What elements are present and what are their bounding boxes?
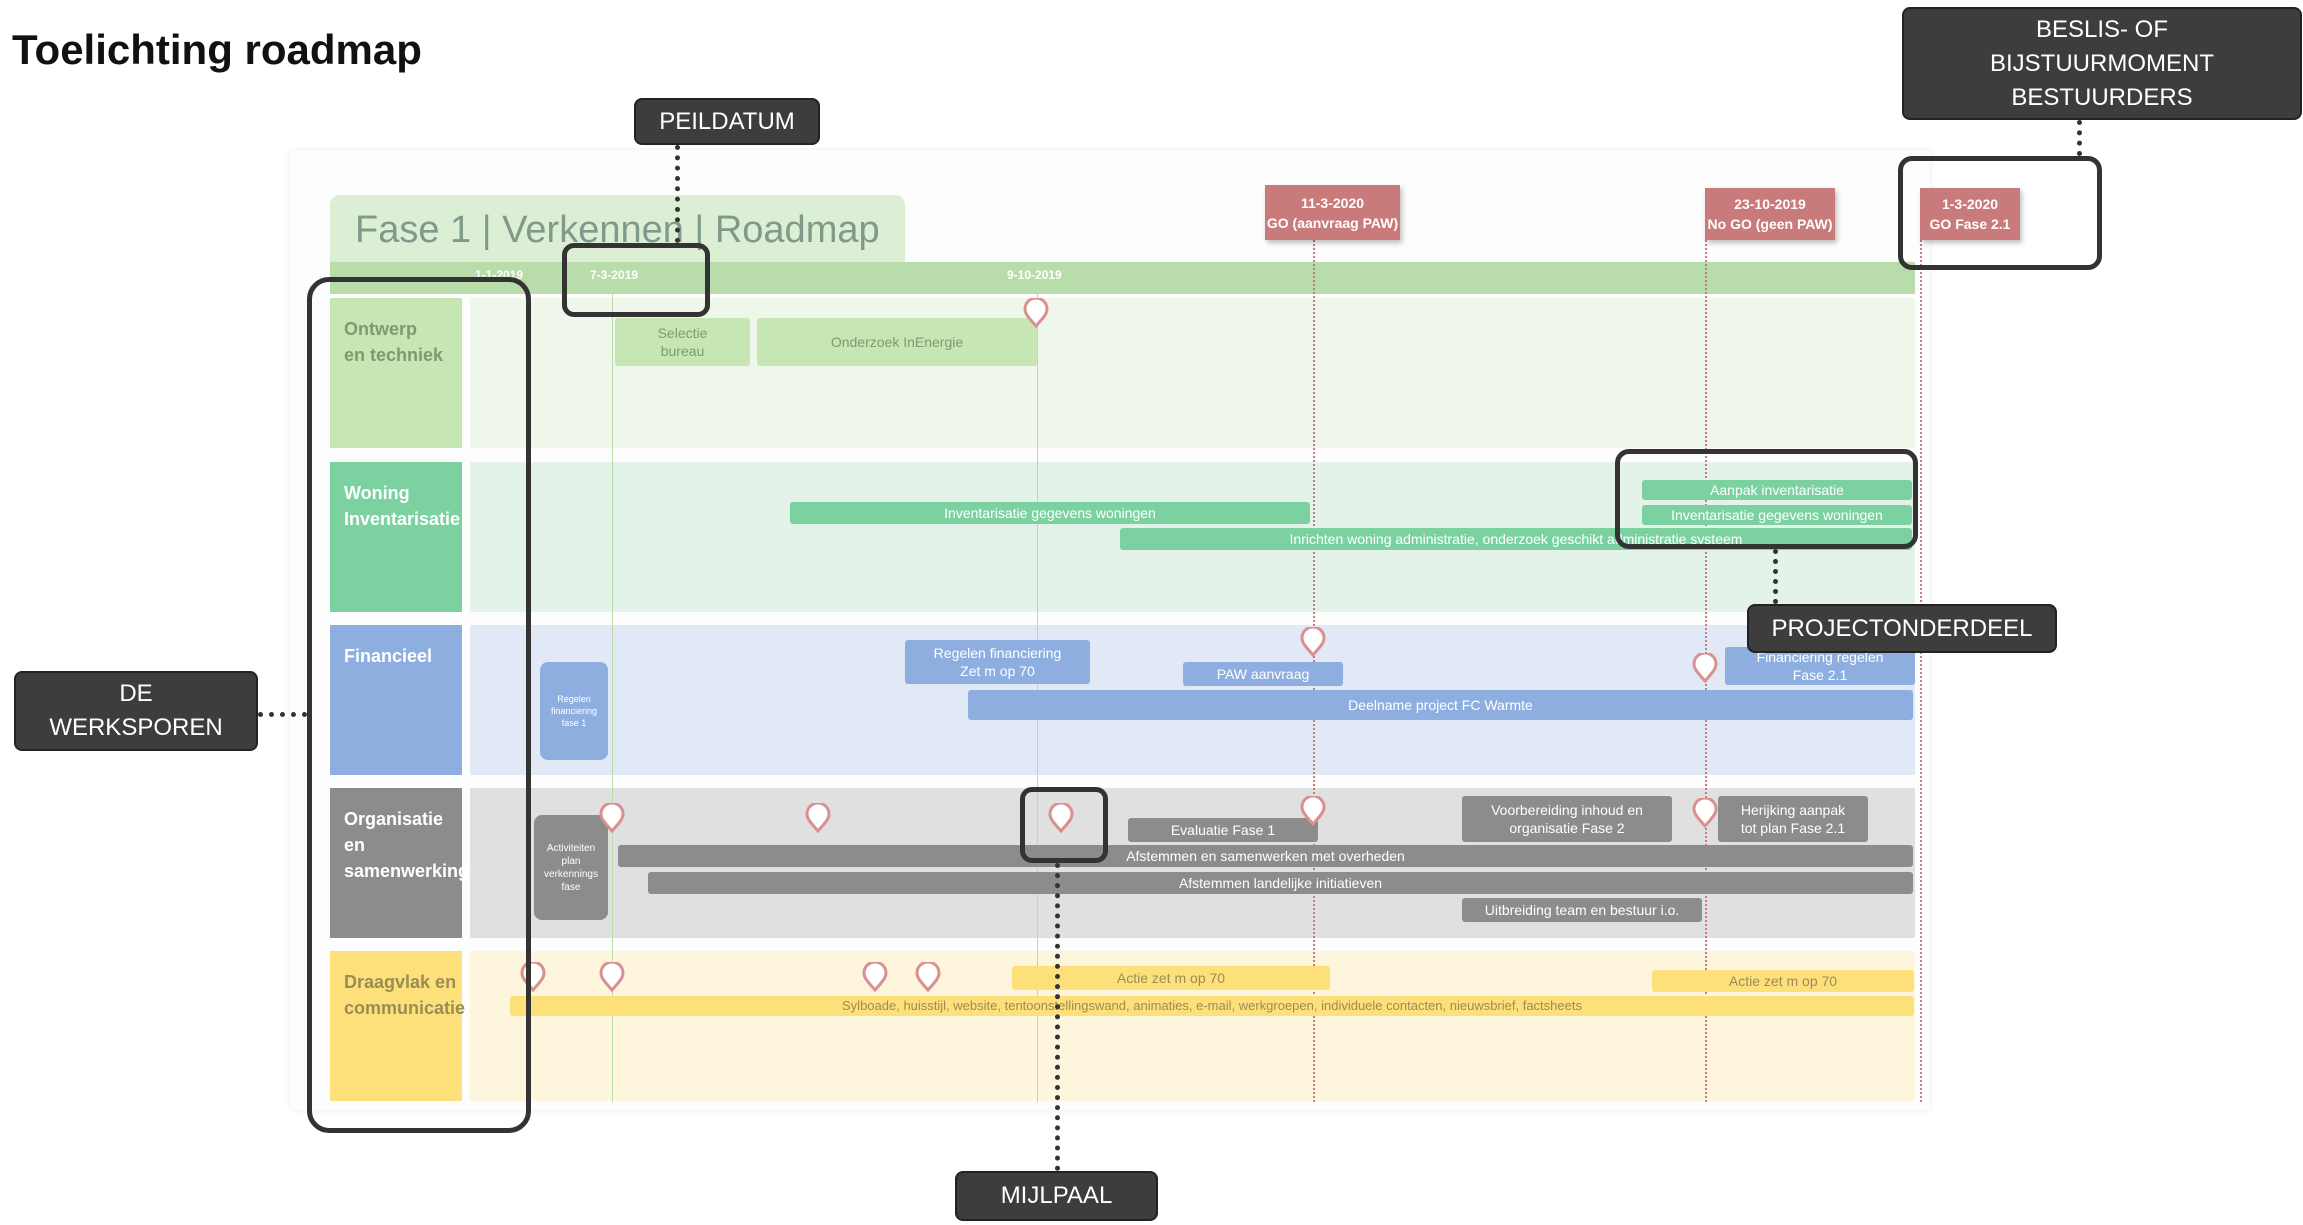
- page-title: Toelichting roadmap: [12, 26, 422, 73]
- beslismoment-frame: [1898, 156, 2102, 270]
- bar-regelen-fase1: Regelen financiering fase 1: [540, 662, 608, 760]
- peildatum-connector: [675, 145, 680, 243]
- decision-text: 11-3-2020 GO (aanvraag PAW): [1267, 193, 1398, 233]
- mijlpaal-frame: [1020, 787, 1108, 863]
- bar-activiteiten-plan: Activiteiten plan verkennings fase: [534, 815, 608, 920]
- decision-box-go-paw: 11-3-2020 GO (aanvraag PAW): [1265, 185, 1400, 240]
- timeline-bar: [330, 262, 1915, 294]
- callout-werksporen: DE WERKSPOREN: [14, 671, 258, 751]
- milestone-pin-icon: [1692, 653, 1718, 683]
- milestone-pin-icon: [599, 962, 625, 992]
- decision-label: GO (aanvraag PAW): [1266, 214, 1399, 231]
- decision-box-no-go: 23-10-2019 No GO (geen PAW): [1705, 188, 1835, 240]
- callout-mijlpaal: MIJLPAAL: [955, 1171, 1158, 1221]
- milestone-pin-icon: [1300, 627, 1326, 657]
- bar-herijking: Herijking aanpak tot plan Fase 2.1: [1718, 796, 1868, 842]
- bar-communicatie: Sylboade, huisstijl, website, tentoonste…: [510, 996, 1914, 1016]
- timeline-date: 9-10-2019: [1007, 268, 1062, 282]
- peildatum-frame: [562, 243, 710, 317]
- decision-label: No GO (geen PAW): [1707, 216, 1833, 232]
- bar-deelname-fc: Deelname project FC Warmte: [968, 690, 1913, 720]
- bar-onderzoek: Onderzoek InEnergie: [757, 318, 1037, 366]
- bar-uitbreiding-team: Uitbreiding team en bestuur i.o.: [1462, 898, 1702, 922]
- roadmap-title: Fase 1 | Verkennen | Roadmap: [330, 195, 905, 270]
- decision-line: [1920, 240, 1922, 1102]
- bar-paw-aanvraag: PAW aanvraag: [1183, 662, 1343, 686]
- milestone-pin-icon: [805, 803, 831, 833]
- bar-voorbereiding: Voorbereiding inhoud en organisatie Fase…: [1462, 796, 1672, 842]
- bar-actie-zet-2: Actie zet m op 70: [1652, 970, 1914, 992]
- projectonderdeel-connector: [1773, 549, 1778, 604]
- mijlpaal-connector: [1055, 863, 1060, 1171]
- milestone-pin-icon: [915, 962, 941, 992]
- milestone-pin-icon: [1692, 798, 1718, 828]
- milestone-pin-icon: [1048, 803, 1074, 833]
- callout-beslismoment: BESLIS- OF BIJSTUURMOMENT BESTUURDERS: [1902, 7, 2302, 120]
- row-label-woning: Woning Inventarisatie: [330, 462, 462, 612]
- decision-date: 23-10-2019: [1734, 196, 1806, 212]
- werksporen-connector: [258, 712, 307, 717]
- row-label-ontwerp: Ontwerp en techniek: [330, 298, 462, 448]
- decision-label: GO Fase 2.1: [1929, 216, 2011, 232]
- row-label-financieel: Financieel: [330, 625, 462, 775]
- callout-projectonderdeel: PROJECTONDERDEEL: [1747, 604, 2057, 653]
- bar-financiering-fase21: Financiering regelen Fase 2.1: [1725, 647, 1915, 685]
- bar-regelen-financiering: Regelen financiering Zet m op 70: [905, 640, 1090, 684]
- milestone-pin-icon: [862, 962, 888, 992]
- milestone-pin-icon: [599, 803, 625, 833]
- bar-aanpak-inventarisatie: Aanpak inventarisatie: [1642, 480, 1912, 500]
- bar-selectie-bureau: Selectie bureau: [615, 318, 750, 366]
- bar-afstemmen-overheden: Afstemmen en samenwerken met overheden: [618, 845, 1913, 867]
- bar-evaluatie: Evaluatie Fase 1: [1128, 818, 1318, 842]
- row-label-organisatie: Organisatie en samenwerking: [330, 788, 469, 938]
- bar-actie-zet-1: Actie zet m op 70: [1012, 966, 1330, 990]
- werksporen-frame: [307, 277, 531, 1133]
- bar-inventarisatie-2: Inventarisatie gegevens woningen: [1642, 505, 1912, 525]
- decision-text: 23-10-2019 No GO (geen PAW): [1708, 194, 1833, 234]
- decision-date: 1-3-2020: [1941, 196, 1999, 212]
- decision-text: 1-3-2020 GO Fase 2.1: [1930, 194, 2011, 234]
- milestone-pin-icon: [1300, 796, 1326, 826]
- peildatum-line: [612, 294, 613, 1102]
- milestone-pin-icon: [1023, 298, 1049, 328]
- decision-date: 11-3-2020: [1300, 194, 1365, 211]
- roadmap-diagram: Fase 1 | Verkennen | Roadmap 1-1-2019 7-…: [290, 150, 2020, 1110]
- beslismoment-connector: [2077, 120, 2082, 156]
- row-label-draagvlak: Draagvlak en communicatie: [330, 951, 465, 1101]
- decision-box-go-fase21: 1-3-2020 GO Fase 2.1: [1920, 188, 2020, 240]
- bar-inventarisatie-1: Inventarisatie gegevens woningen: [790, 502, 1310, 524]
- callout-peildatum: PEILDATUM: [634, 98, 820, 145]
- projectonderdeel-frame: [1615, 449, 1918, 549]
- timeline-date: 7-3-2019: [590, 268, 639, 282]
- bar-afstemmen-landelijk: Afstemmen landelijke initiatieven: [648, 872, 1913, 894]
